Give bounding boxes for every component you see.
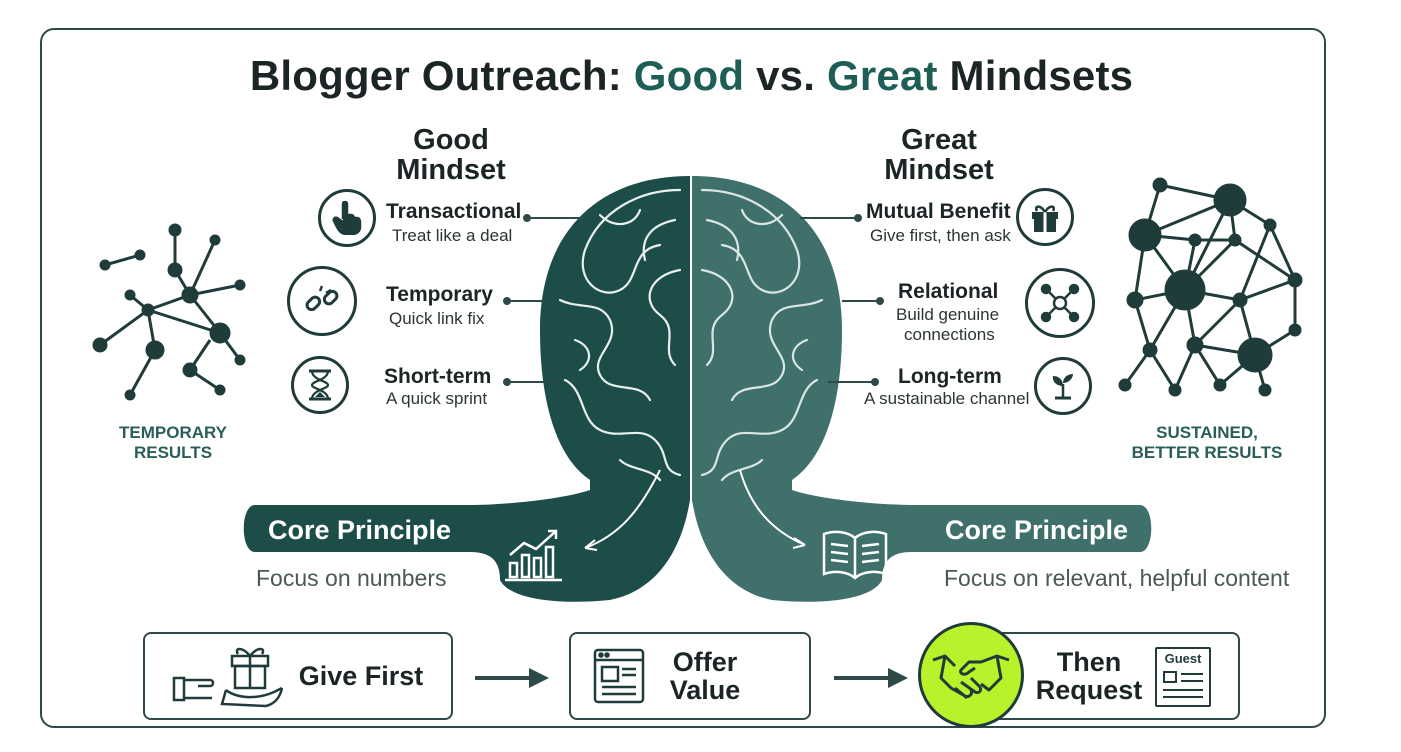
- results-line: RESULTS: [133, 443, 213, 462]
- heading-line: Mindset: [884, 154, 994, 186]
- doc-line: [1163, 696, 1203, 698]
- good-brain-half: [243, 176, 690, 602]
- sparse-network-icon: [92, 223, 246, 401]
- sprout-icon: [1034, 357, 1092, 415]
- diagram-frame: [40, 28, 1326, 728]
- good-mindset-heading: Good Mindset: [366, 125, 536, 185]
- item-title: Short-term: [384, 365, 492, 388]
- item-subtitle: Build genuine: [896, 305, 1000, 324]
- step-give-first: [143, 632, 453, 720]
- hourglass-icon: [291, 356, 349, 414]
- title-part: Blogger Outreach:: [249, 52, 634, 99]
- item-subtitle: connections: [904, 325, 995, 344]
- title-good-highlight: Good: [633, 52, 745, 99]
- item-title: Relational: [898, 280, 999, 303]
- step-label-line: Then: [1056, 647, 1122, 677]
- item-subtitle: A sustainable channel: [864, 389, 1030, 408]
- item-subtitle: Give first, then ask: [870, 226, 1011, 245]
- heading-line: Good: [413, 124, 489, 156]
- guest-badge-label: Guest: [1164, 651, 1202, 666]
- item-subtitle: Treat like a deal: [392, 226, 513, 245]
- great-core-principle-text: Focus on relevant, helpful content: [944, 565, 1290, 591]
- step-offer-value-label: Offer Value: [655, 648, 755, 704]
- arrow-right-icon: [475, 668, 549, 688]
- item-subtitle: Quick link fix: [389, 309, 485, 328]
- doc-line: [1163, 689, 1203, 691]
- item-subtitle: A quick sprint: [386, 389, 488, 408]
- bar-chart-icon: [505, 529, 562, 582]
- item-title: Transactional: [386, 200, 522, 223]
- step-label-line: Request: [1035, 675, 1143, 705]
- handshake-icon: [932, 654, 1010, 700]
- broken-link-icon: [287, 266, 357, 336]
- results-line: TEMPORARY: [119, 423, 227, 442]
- doc-line: [1181, 673, 1203, 675]
- dense-network-icon: [1118, 177, 1303, 397]
- doc-image-block: [1163, 671, 1177, 683]
- guest-post-icon: Guest: [1155, 647, 1211, 707]
- results-line: BETTER RESULTS: [1131, 443, 1283, 462]
- linked-nodes-icon: [1025, 268, 1095, 338]
- title-part: Mindsets: [937, 52, 1134, 99]
- page-title: Blogger Outreach: Good vs. Great Mindset…: [0, 52, 1383, 100]
- step-offer-value: [569, 632, 811, 720]
- good-core-principle-text: Focus on numbers: [256, 565, 447, 591]
- step-label-line: Value: [669, 675, 741, 705]
- heading-line: Mindset: [396, 154, 506, 186]
- open-book-icon: [822, 530, 888, 580]
- doc-line: [1181, 680, 1203, 682]
- good-core-principle-label: Core Principle: [268, 515, 452, 545]
- title-great-highlight: Great: [826, 52, 938, 99]
- step-label-line: Offer: [672, 647, 738, 677]
- item-title: Temporary: [386, 283, 493, 306]
- item-title: Mutual Benefit: [866, 200, 1011, 223]
- webpage-icon: [593, 648, 645, 704]
- temporary-results-label: TEMPORARY RESULTS: [88, 423, 258, 463]
- gift-icon: [1016, 188, 1074, 246]
- handshake-badge: [918, 622, 1024, 728]
- hand-gift-icon: [172, 647, 284, 708]
- pointing-hand-icon: [318, 189, 376, 247]
- sustained-results-label: SUSTAINED, BETTER RESULTS: [1122, 423, 1292, 463]
- results-line: SUSTAINED,: [1156, 423, 1258, 442]
- item-title: Long-term: [898, 365, 1002, 388]
- step-then-request-label: Then Request: [1034, 648, 1144, 704]
- great-core-principle-label: Core Principle: [945, 515, 1129, 545]
- arrow-right-icon: [834, 668, 908, 688]
- step-give-first-label: Give First: [298, 661, 424, 691]
- title-part: vs.: [744, 52, 827, 99]
- great-brain-half: [692, 176, 1152, 602]
- great-mindset-heading: Great Mindset: [854, 125, 1024, 185]
- heading-line: Great: [901, 124, 977, 156]
